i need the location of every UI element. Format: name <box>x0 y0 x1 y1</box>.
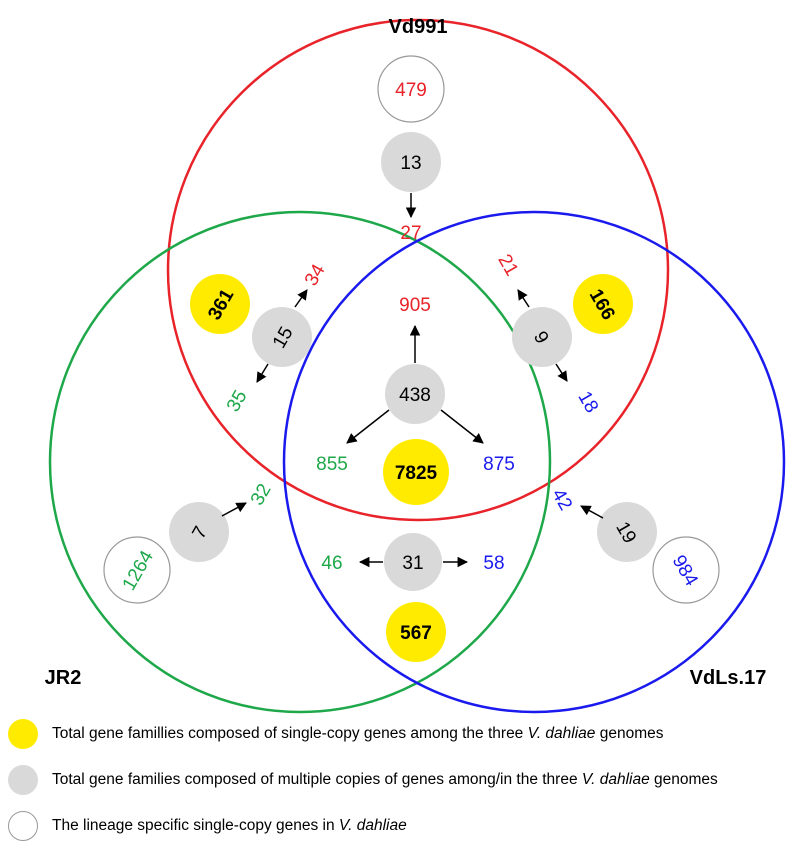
vdls17-multicopy-circle <box>597 502 657 562</box>
vd991-vdls17-arrow-to-vdls17 <box>555 363 568 382</box>
vd991-vdls17-to-vdls17-count: 18 <box>573 388 602 417</box>
vd991-set-circle <box>166 18 670 522</box>
vd991-vdls17-to-vd991-count: 21 <box>493 251 522 280</box>
vdls17-lineage-circle <box>652 536 720 604</box>
core-singlecopy-circle <box>383 439 449 505</box>
jr2-multicopy-target: 32 <box>247 480 276 509</box>
core-to-vd991-count: 905 <box>399 295 431 316</box>
vd991-vdls17-singlecopy-circle <box>573 274 633 334</box>
core-arrow-to-vdls17 <box>440 409 484 444</box>
vdls17-multicopy-target: 42 <box>547 485 576 514</box>
jr2-vdls17-singlecopy-circle <box>386 602 446 662</box>
jr2-vdls17-to-jr2-count: 46 <box>321 553 342 574</box>
jr2-vdls17-multicopy-circle <box>384 533 442 591</box>
vd991-jr2-to-jr2-count: 35 <box>223 387 252 416</box>
vd991-jr2-singlecopy-circle <box>190 274 250 334</box>
vd991-jr2-to-vd991-count: 34 <box>301 260 330 289</box>
core-multicopy-count: 438 <box>399 385 431 406</box>
jr2-vdls17-to-vdls17-count: 58 <box>483 553 504 574</box>
vd991-lineage-circle <box>377 55 445 123</box>
core-to-vdls17-count: 875 <box>483 454 515 475</box>
vdls17-arrow <box>580 505 604 519</box>
jr2-multicopy-circle <box>169 502 229 562</box>
vd991-set-label: Vd991 <box>389 16 448 38</box>
jr2-vdls17-multicopy-count: 31 <box>402 553 423 574</box>
vd991-vdls17-multicopy-circle <box>512 307 572 367</box>
jr2-vdls17-singlecopy-count: 567 <box>400 623 432 644</box>
vd991-jr2-multicopy-circle <box>252 307 312 367</box>
jr2-arrow <box>221 502 247 517</box>
core-singlecopy-count: 7825 <box>395 463 438 484</box>
core-multicopy-circle <box>385 364 445 424</box>
vd991-lineage-count: 479 <box>395 80 427 101</box>
core-arrow-to-jr2 <box>346 409 390 444</box>
vd991-multicopy-count: 13 <box>400 153 421 174</box>
vd991-jr2-arrow-to-jr2 <box>256 363 269 383</box>
vd991-vdls17-arrow-to-vd991 <box>517 289 530 308</box>
vdls17-set-label: VdLs.17 <box>690 667 767 689</box>
core-to-jr2-count: 855 <box>316 454 348 475</box>
vd991-multicopy-target: 27 <box>400 223 421 244</box>
jr2-set-label: JR2 <box>45 667 82 689</box>
vdls17-set-circle <box>282 210 786 714</box>
vd991-multicopy-circle <box>381 132 441 192</box>
jr2-lineage-circle <box>103 536 171 604</box>
vd991-jr2-arrow-to-vd991 <box>294 289 308 308</box>
jr2-set-circle <box>48 210 552 714</box>
